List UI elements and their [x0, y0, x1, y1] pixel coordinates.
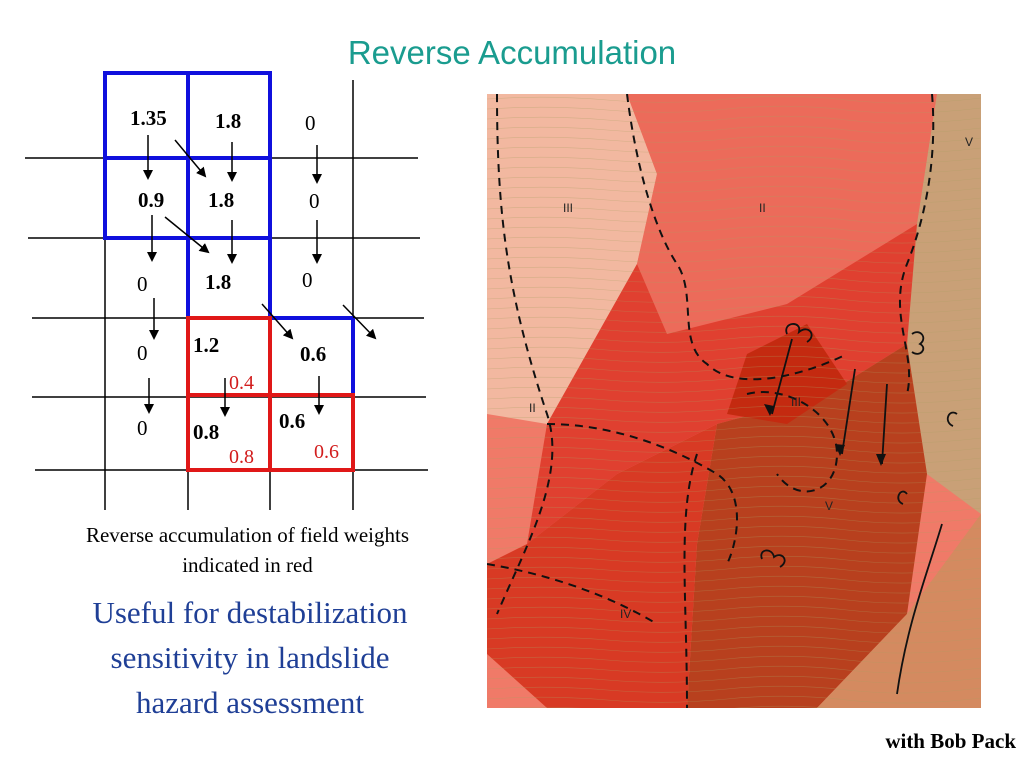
- credit-text: with Bob Pack: [885, 729, 1016, 753]
- cell-r1c2-value: 1.8: [215, 109, 241, 133]
- map-zone-label-5: III: [791, 395, 801, 409]
- weight-r5c2: 0.8: [229, 446, 254, 468]
- cell-r1c3-value: 0: [305, 111, 316, 135]
- map-zone-label-7: IV: [620, 607, 631, 621]
- cell-r2c3-value: 0: [309, 189, 320, 213]
- note-line-3: hazard assessment: [135, 685, 365, 720]
- cell-r5c1-value: 0: [137, 416, 148, 440]
- map-image: III II V II III V IV: [486, 93, 981, 709]
- cell-r4c3-value: 0.6: [300, 342, 326, 366]
- landslide-hazard-map: III II V II III V IV: [486, 93, 981, 709]
- map-zone-label-2: II: [759, 201, 766, 215]
- cell-r1c1-value: 1.35: [130, 106, 167, 130]
- cell-r3c2-value: 1.8: [205, 270, 231, 294]
- cell-r3c1-value: 0: [137, 272, 148, 296]
- note-line-1: Useful for destabilization: [92, 595, 408, 630]
- usefulness-note: Useful for destabilization sensitivity i…: [30, 590, 470, 725]
- blue-cells: [103, 71, 355, 395]
- cell-r5c3-value: 0.6: [279, 409, 305, 433]
- cell-r4c1-value: 0: [137, 341, 148, 365]
- figure-caption: Reverse accumulation of field weights in…: [20, 520, 475, 580]
- slide-title: Reverse Accumulation: [347, 34, 677, 71]
- map-zone-label-6: V: [825, 499, 833, 513]
- cell-r5c2-value: 0.8: [193, 420, 219, 444]
- red-cells: [186, 316, 355, 472]
- note-line-2: sensitivity in landslide: [110, 640, 390, 675]
- map-zone-label-1: III: [563, 201, 573, 215]
- flow-arrows: [143, 135, 377, 417]
- map-zone-label-3: V: [965, 135, 973, 149]
- cell-r2c2-value: 1.8: [208, 188, 234, 212]
- flow-grid-diagram: 1.35 1.8 0 0.9 1.8 0 0 1.8 0 0 1.2 0.6 0…: [25, 71, 428, 510]
- caption-line-1: Reverse accumulation of field weights: [85, 523, 410, 547]
- cell-r3c3-value: 0: [302, 268, 313, 292]
- cell-r4c2-value: 1.2: [193, 333, 219, 357]
- caption-line-2: indicated in red: [182, 553, 313, 577]
- map-zone-label-4: II: [529, 401, 536, 415]
- weight-r4c2: 0.4: [229, 372, 254, 394]
- weight-r5c3: 0.6: [314, 441, 339, 463]
- cell-r2c1-value: 0.9: [138, 188, 164, 212]
